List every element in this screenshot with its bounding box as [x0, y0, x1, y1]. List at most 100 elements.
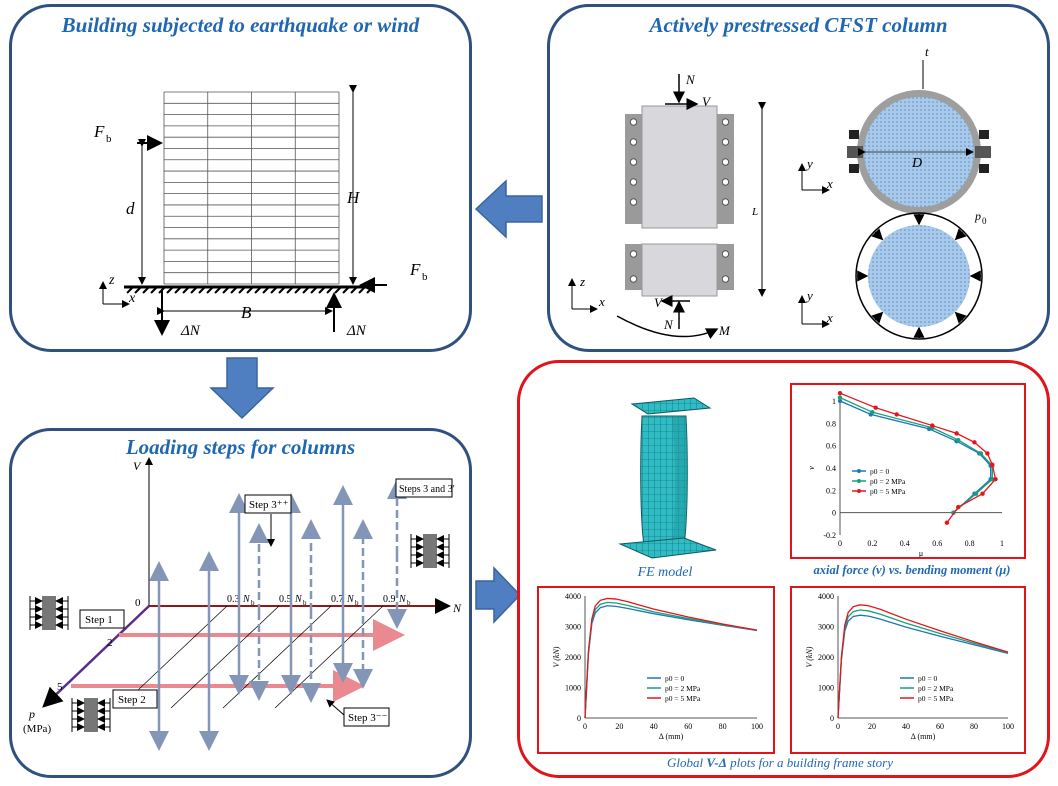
steps33-box [395, 478, 453, 498]
column-z-label: z [579, 274, 585, 289]
legend-marker [857, 479, 861, 483]
chart-y-tick: 0.8 [826, 419, 836, 428]
flow-arrow-down [209, 357, 275, 420]
nm-caption-mu: μ [999, 563, 1007, 577]
chart-y-label: V (kN) [805, 646, 814, 667]
legend-marker [857, 469, 861, 473]
chart-x-tick: 60 [936, 722, 944, 731]
bolt [629, 138, 638, 146]
hatch-mark [286, 286, 294, 294]
oblique-guide [170, 605, 280, 709]
column-diagram: N V L V N M z x D t y x [568, 44, 991, 340]
step3pp-label: Step 3⁺⁺ [249, 499, 289, 511]
bolt [721, 138, 730, 146]
chart-point [837, 395, 843, 400]
chart-x-tick: 40 [902, 722, 910, 731]
bolt [629, 275, 638, 283]
step3mm-label: Step 3⁻⁻ [348, 712, 388, 724]
chart-x-tick: 0.6 [932, 539, 942, 548]
lever-arm-label: d [126, 199, 135, 218]
n-tick-nb: N [242, 594, 251, 605]
lower-x-label: x [826, 310, 833, 325]
hatch-mark [198, 286, 206, 294]
chart-point [954, 431, 959, 436]
bolt [721, 158, 730, 166]
chart-point [973, 491, 979, 496]
hatch-mark [150, 286, 158, 294]
bottom-axial-label: N [663, 317, 674, 332]
hatch-mark [270, 286, 278, 294]
pressure-arrow [954, 228, 967, 241]
chart-y-tick: 1000 [818, 684, 834, 693]
legend-marker [857, 489, 861, 493]
n-tick-nb-sub: b [303, 599, 307, 607]
chart-point [990, 476, 995, 482]
legend-label: p0 = 0 [918, 674, 937, 683]
shear-force-label: V [702, 94, 712, 109]
pressure-arrow [871, 311, 884, 324]
building-diagram: H d F b F b B ΔN ΔN z x [93, 85, 428, 339]
right-bolt-head-bottom [979, 164, 989, 173]
legend-label: p0 = 0 [870, 467, 889, 476]
chart-point [870, 409, 875, 415]
n-tick-nb-sub: b [407, 599, 411, 607]
height-label: H [346, 188, 361, 207]
n-tick-nb: N [346, 594, 355, 605]
prestress-label: p [974, 209, 981, 223]
p-axis-label: p [28, 707, 35, 721]
nm-chart-caption: axial force (ν) vs. bending moment (μ) [782, 563, 1042, 578]
chart-point [978, 451, 984, 456]
building-panel-title: Building subjected to earthquake or wind [61, 13, 420, 37]
vd-caption-delta: Δ [718, 755, 727, 770]
chart-x-tick: 100 [1002, 722, 1014, 731]
n-tick-label: 0.9 [383, 594, 396, 605]
n-tick-label: 0.5 [279, 594, 292, 605]
p-axis [42, 605, 150, 708]
moment-arrow [616, 315, 719, 340]
left-bolt-head-bottom [849, 164, 859, 173]
chart-x-tick: 0.4 [900, 539, 910, 548]
hatch-mark [310, 286, 318, 294]
hatch-mark [302, 286, 310, 294]
p-tick-5: 5 [57, 681, 63, 693]
chart-series-line [839, 397, 993, 514]
column-upper [641, 105, 718, 229]
nm-caption-nu: ν [876, 563, 882, 577]
chart-point [985, 451, 990, 456]
thickness-label: t [925, 44, 929, 59]
bottom-shear-label: V [654, 295, 664, 310]
column-icon-body [42, 596, 56, 630]
chart-x-label: Δ (mm) [911, 732, 936, 741]
base-shear-label: F [409, 260, 421, 279]
n-axis-label: N [452, 601, 462, 615]
hatch-mark [342, 286, 350, 294]
pressure-arrow [871, 228, 884, 241]
chart-y-tick: 3000 [818, 623, 834, 632]
diameter-label: D [911, 156, 922, 171]
hatch-mark [238, 286, 246, 294]
chart-x-tick: 0.8 [965, 539, 975, 548]
chart-y-tick: 0.6 [826, 442, 836, 451]
right-plate-upper [717, 114, 734, 224]
right-bolt-head-top [979, 130, 989, 139]
p-axis-unit: (MPa) [23, 723, 51, 735]
lateral-force-subscript: b [106, 133, 112, 145]
chart-x-tick: 20 [868, 722, 876, 731]
chart-y-label: V (kN) [552, 646, 561, 667]
bolt [629, 250, 638, 258]
steps33-label: Steps 3 and 3′ [399, 484, 455, 495]
hatch-mark [126, 286, 134, 294]
vd-caption-pre: Global [667, 755, 707, 770]
right-plate-lower [717, 244, 734, 290]
bolts [629, 118, 730, 283]
chart-point [837, 398, 843, 404]
column-panel: Actively prestressed CFST column N V L [547, 4, 1050, 352]
hatch-mark [190, 286, 198, 294]
column-panel-title: Actively prestressed CFST column [649, 13, 948, 37]
chart-point [956, 504, 961, 510]
bolt [721, 178, 730, 186]
